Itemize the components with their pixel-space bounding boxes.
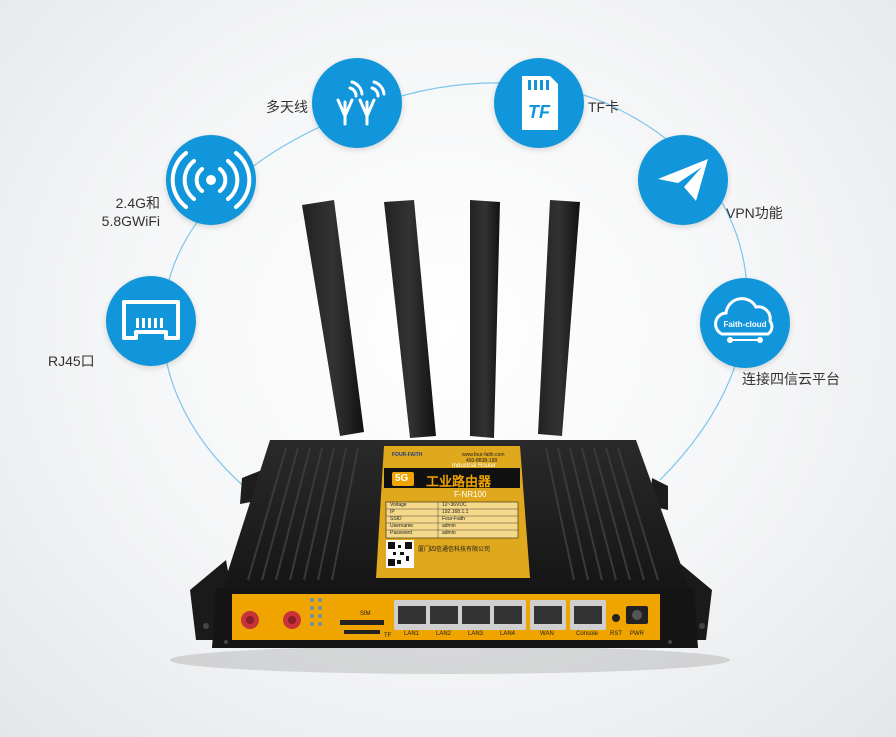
feature-label-multi-antenna: 多天线: [266, 99, 308, 115]
ethernet-port-icon: [106, 276, 196, 366]
port-label-lan2: LAN2: [436, 631, 452, 637]
port-label-tf: TF: [384, 633, 392, 639]
sim-slot: [340, 620, 384, 625]
port-label-lan4: LAN4: [500, 631, 516, 637]
cloud-icon-text: Faith-cloud: [723, 320, 766, 329]
spec-password-key: Password: [390, 530, 412, 536]
spec-ssid-value: Four-Faith: [442, 516, 466, 522]
cloud-icon: Faith-cloud: [700, 278, 790, 368]
spec-voltage-key: Voltage: [390, 502, 407, 508]
spec-ip-value: 192.168.1.1: [442, 509, 469, 515]
antenna-icon: [312, 58, 402, 148]
port-label-pwr: PWR: [630, 631, 644, 637]
antenna-2: [384, 200, 436, 438]
tf-slot: [344, 630, 380, 634]
feature-label-vpn: VPN功能: [726, 205, 783, 221]
spec-ip-key: IP: [390, 509, 395, 515]
feature-label-wifi: 2.4G和 5.8GWiFi: [101, 195, 160, 229]
port-label-console: Console: [576, 631, 599, 637]
tf-card-icon-text: TF: [528, 102, 551, 122]
sticker-model: F-NR100: [454, 490, 487, 499]
sticker-url: www.four-faith.com: [462, 452, 505, 458]
antenna-3: [470, 200, 500, 438]
spec-username-key: Username: [390, 523, 414, 529]
antenna-4: [538, 200, 580, 436]
sticker-subtitle: Industrial Router: [452, 463, 497, 469]
sticker-title: 工业路由器: [426, 474, 492, 489]
spec-voltage-value: 12~36VDC: [442, 502, 467, 508]
sticker-brand: FOUR-FAITH: [392, 452, 423, 458]
tf-card-icon: TF: [494, 58, 584, 148]
spec-password-value: admin: [442, 530, 456, 536]
spec-username-value: admin: [442, 523, 456, 529]
spec-ssid-key: SSID: [390, 516, 402, 522]
sticker-5g-badge: 5G: [395, 473, 409, 484]
feature-label-tf-card: TF卡: [588, 99, 620, 115]
antenna-1: [302, 200, 364, 436]
feature-label-rj45: RJ45口: [48, 353, 95, 369]
sticker-phone: 400-8838-199: [466, 458, 498, 464]
feature-label-cloud: 连接四信云平台: [742, 371, 840, 387]
port-label-sim: SIM: [360, 611, 371, 617]
paper-plane-icon: [638, 135, 728, 225]
port-label-lan3: LAN3: [468, 631, 484, 637]
port-label-lan1: LAN1: [404, 631, 420, 637]
port-label-wan: WAN: [540, 631, 554, 637]
sticker-company: 厦门四信通信科技有限公司: [418, 547, 491, 553]
wifi-signal-icon: [166, 135, 256, 225]
port-label-rst: RST: [610, 631, 622, 637]
